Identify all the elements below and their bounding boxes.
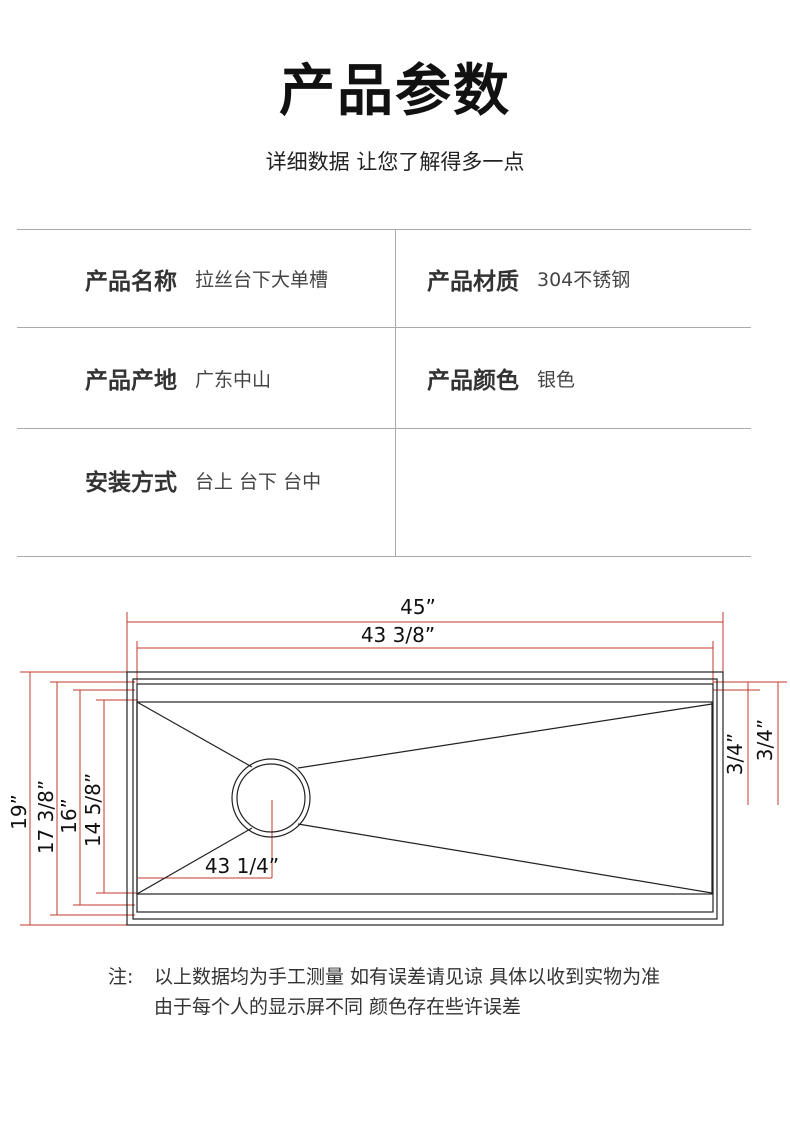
spec-cell-install: 安装方式 台上 台下 台中 <box>85 429 321 531</box>
dim-inner-depth-label: 14 5/8” <box>81 773 105 847</box>
note-line-2: 由于每个人的显示屏不同 颜色存在些许误差 <box>154 996 522 1018</box>
page-title: 产品参数 <box>279 59 511 124</box>
dim-rim-1-label: 3/4” <box>723 733 747 776</box>
spec-cell-color: 产品颜色 银色 <box>427 328 575 428</box>
spec-label: 安装方式 <box>85 470 177 496</box>
dim-outer-width-label: 45” <box>400 595 436 619</box>
spec-cell-name: 产品名称 拉丝台下大单槽 <box>85 230 328 327</box>
spec-table: 产品名称 拉丝台下大单槽 产品材质 304不锈钢 产品产地 广东中山 产品颜色 … <box>17 229 751 557</box>
page-subtitle: 详细数据 让您了解得多一点 <box>265 150 525 174</box>
sink-outline <box>126 671 724 926</box>
dimension-lines <box>20 612 787 926</box>
dim-depth-2-label: 17 3/8” <box>34 780 58 854</box>
spec-label: 产品材质 <box>427 268 519 295</box>
dim-inner-width-label: 43 3/8” <box>361 623 435 647</box>
spec-label: 产品名称 <box>85 268 177 295</box>
spec-value: 台上 台下 台中 <box>195 470 322 493</box>
spec-value: 广东中山 <box>195 368 272 391</box>
table-divider-vertical <box>395 230 396 556</box>
table-divider-row-2 <box>17 428 751 429</box>
dim-outer-depth-label: 19” <box>7 794 31 830</box>
note-line-1: 以上数据均为手工测量 如有误差请见谅 具体以收到实物为准 <box>154 966 661 988</box>
dim-drain-offset-label: 43 1/4” <box>205 854 279 878</box>
spec-label: 产品产地 <box>85 368 177 394</box>
spec-value: 304不锈钢 <box>537 269 631 291</box>
table-divider-row-1 <box>17 327 751 328</box>
dim-rim-2-label: 3/4” <box>753 719 777 762</box>
note-prefix: 注: <box>108 966 134 988</box>
spec-value: 拉丝台下大单槽 <box>195 269 329 291</box>
dim-depth-3-label: 16” <box>57 798 81 834</box>
spec-cell-material: 产品材质 304不锈钢 <box>427 230 630 327</box>
spec-label: 产品颜色 <box>427 368 519 394</box>
spec-cell-origin: 产品产地 广东中山 <box>85 328 271 428</box>
spec-value: 银色 <box>537 368 576 391</box>
sink-dimension-diagram: 45” 43 3/8” 19” 17 3/8” 16” 14 5/8” 43 1… <box>7 595 787 926</box>
